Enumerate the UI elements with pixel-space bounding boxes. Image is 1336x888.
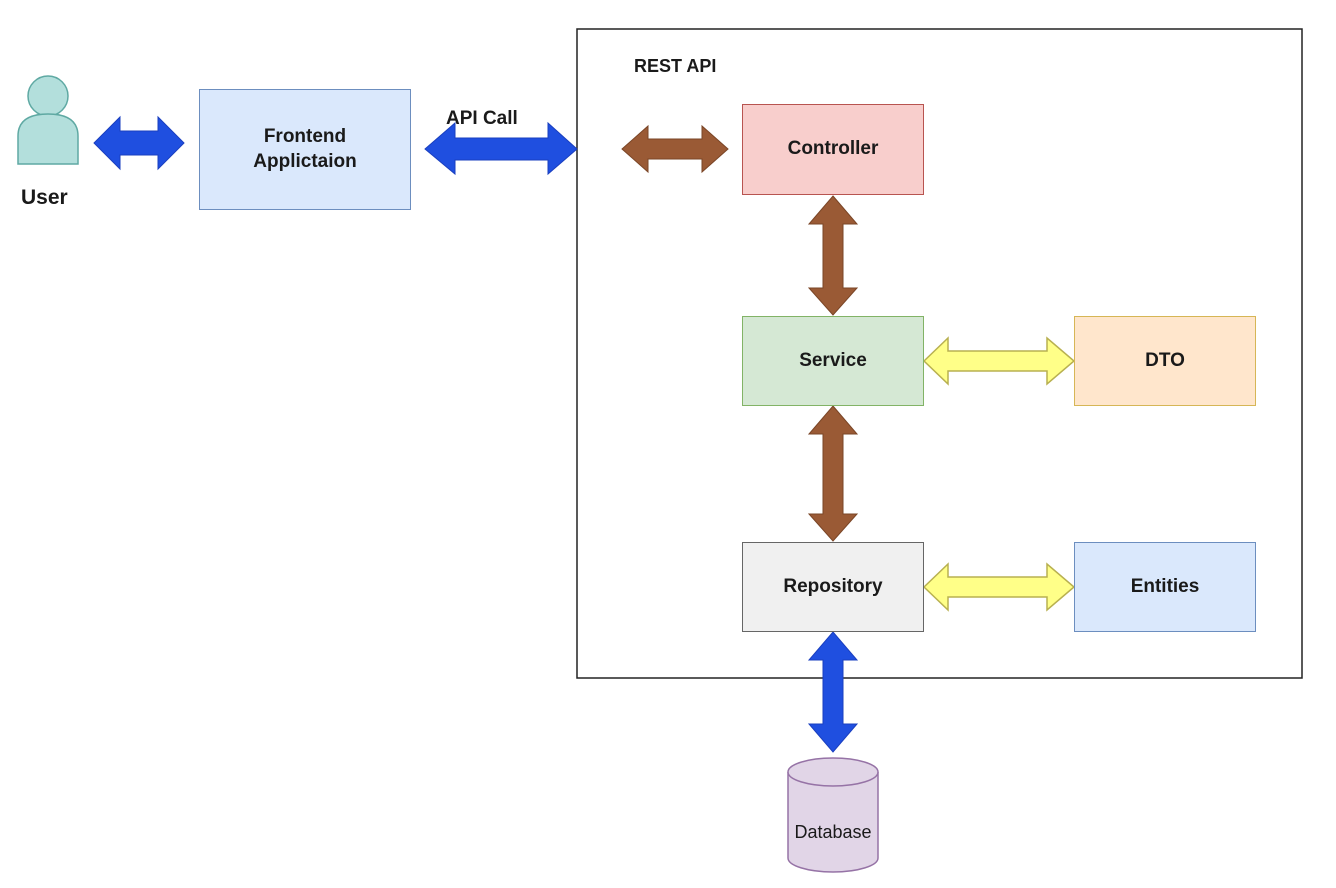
rest-api-title: REST API <box>634 56 717 76</box>
frontend-label-line2: Applictaion <box>253 150 357 172</box>
database-label: Database <box>794 822 872 842</box>
service-label: Service <box>799 349 867 371</box>
controller-entry-arrow <box>621 124 729 174</box>
entities-label: Entities <box>1130 575 1200 597</box>
repository-database-arrow <box>807 631 859 753</box>
controller-box: Controller <box>742 104 924 195</box>
frontend-application-box: Frontend Applictaion <box>199 89 411 210</box>
service-repository-arrow <box>807 405 859 542</box>
dto-box: DTO <box>1074 316 1256 406</box>
api-call-label: API Call <box>446 108 518 129</box>
repository-label: Repository <box>783 575 883 597</box>
user-frontend-arrow <box>93 115 185 171</box>
service-box: Service <box>742 316 924 406</box>
user-actor-icon <box>17 75 79 165</box>
dto-label: DTO <box>1145 349 1185 371</box>
user-label: User <box>21 186 68 209</box>
frontend-label-line1: Frontend <box>263 125 347 147</box>
controller-service-arrow <box>807 195 859 316</box>
entities-box: Entities <box>1074 542 1256 632</box>
database-cylinder-icon <box>787 757 879 873</box>
api-call-arrow <box>424 121 578 176</box>
repository-box: Repository <box>742 542 924 632</box>
controller-label: Controller <box>787 138 879 160</box>
